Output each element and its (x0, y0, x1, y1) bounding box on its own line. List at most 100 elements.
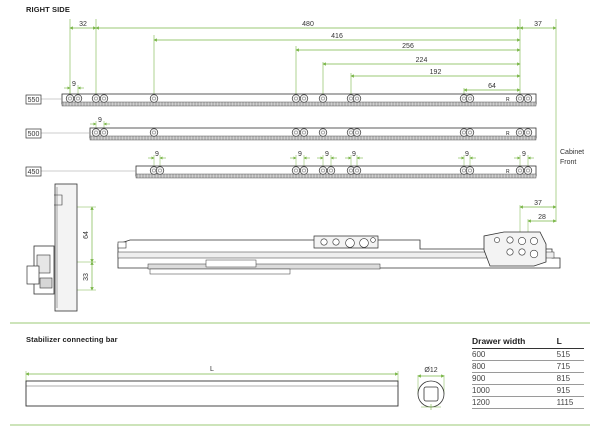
rail-hole-inner (294, 168, 298, 173)
slide-runner (147, 263, 381, 270)
bracket-hole (370, 237, 376, 243)
dim-224-text: 224 (416, 57, 428, 64)
rail-hole-inner (321, 168, 325, 173)
section-title: RIGHT SIDE (26, 5, 70, 14)
locking-device-hole (518, 248, 526, 256)
bracket-hole (320, 238, 328, 246)
length-label: 500 (28, 131, 40, 138)
bracket-hole (359, 238, 369, 248)
bar-square-profile (423, 386, 439, 402)
table-cell-drawer-width: 900 (472, 372, 551, 385)
rail-hole-inner (349, 168, 353, 173)
table-cell-drawer-width: 1200 (472, 396, 551, 409)
length-label: 450 (28, 169, 40, 176)
dim-28-detail-text: 28 (538, 214, 546, 221)
table-cell-l: 715 (550, 360, 584, 373)
assembly-view (117, 231, 561, 275)
table-cell-drawer-width: 1000 (472, 384, 551, 397)
dim-32-text: 32 (79, 21, 87, 28)
dim-192-text: 192 (430, 69, 442, 76)
table-cell-l: 515 (550, 348, 584, 361)
dim-9-text: 9 (98, 117, 102, 124)
rail-hole-inner (468, 96, 472, 101)
dim-64-text: 64 (488, 83, 496, 90)
dim-9-text: 9 (352, 151, 356, 158)
rail-hole-inner (321, 96, 325, 101)
dim-l-text: L (210, 366, 214, 373)
locking-device-hole (506, 236, 514, 244)
table-cell-drawer-width: 600 (472, 348, 551, 361)
dim-9-text: 9 (155, 151, 159, 158)
rail-hole-inner (462, 130, 466, 135)
locking-device-hole (529, 249, 539, 259)
locking-device-hole (518, 237, 526, 245)
rail-hole-inner (302, 168, 306, 173)
table-header-drawer-width: Drawer width (472, 336, 551, 349)
rail-hole-inner (462, 96, 466, 101)
rail-mark: R (506, 169, 510, 175)
dim-9-text: 9 (325, 151, 329, 158)
length-label: 550 (28, 97, 40, 104)
rail-hole-inner (468, 130, 472, 135)
table-cell-l: 915 (550, 384, 584, 397)
rail-hole-inner (152, 96, 156, 101)
slide-rail-500: R (89, 127, 537, 141)
rail-hole-inner (349, 96, 353, 101)
dim-37-text: 37 (534, 21, 542, 28)
table-header-l: L (550, 336, 584, 349)
rail-hole-inner (329, 168, 333, 173)
rail-hole-inner (294, 130, 298, 135)
rail-hole-inner (526, 168, 530, 173)
rail-hole-inner (526, 96, 530, 101)
rail-hole-inner (518, 96, 522, 101)
bracket-clip (36, 254, 51, 274)
cabinet-front-label: Front (560, 159, 576, 166)
rail-hole-inner (355, 130, 359, 135)
rail-hole-inner (94, 130, 98, 135)
rail-hole-inner (94, 96, 98, 101)
slide-rail-550: R (61, 93, 537, 107)
locking-device-hole (530, 237, 538, 245)
rail-hole-inner (102, 130, 106, 135)
bracket-hole (332, 238, 340, 246)
dim-480-text: 480 (302, 21, 314, 28)
slide-rail-450: R (135, 165, 537, 179)
rail-hole-inner (468, 168, 472, 173)
rail-hole-inner (526, 130, 530, 135)
rail-mark: R (506, 97, 510, 103)
side-panel (54, 183, 78, 312)
rail-hole-inner (518, 130, 522, 135)
bracket-tab (26, 265, 40, 285)
stabilizer-bar (25, 380, 399, 407)
table-cell-drawer-width: 800 (472, 360, 551, 373)
rail-hole-inner (76, 96, 80, 101)
dim-9-text: 9 (522, 151, 526, 158)
rail-hole-inner (355, 168, 359, 173)
rail-hole-inner (349, 130, 353, 135)
dim-256-text: 256 (402, 43, 414, 50)
slide-lower-member (149, 268, 291, 275)
cabinet-front-label: Cabinet (560, 149, 584, 156)
rail-hole-inner (462, 168, 466, 173)
locking-device-hole (506, 248, 514, 256)
dim-d12-text: Ø12 (424, 367, 437, 374)
dim-9-text: 9 (465, 151, 469, 158)
rail-hole-inner (158, 168, 162, 173)
slide-damper (205, 259, 257, 268)
side-view (26, 183, 78, 312)
bracket-lock (39, 277, 53, 289)
rail-hole-inner (152, 168, 156, 173)
locking-device-hole (494, 237, 500, 243)
length-box (25, 94, 42, 105)
length-box (25, 128, 42, 139)
dim-37-detail-text: 37 (534, 200, 542, 207)
length-box (25, 166, 42, 177)
table-cell-l: 1115 (550, 396, 584, 409)
